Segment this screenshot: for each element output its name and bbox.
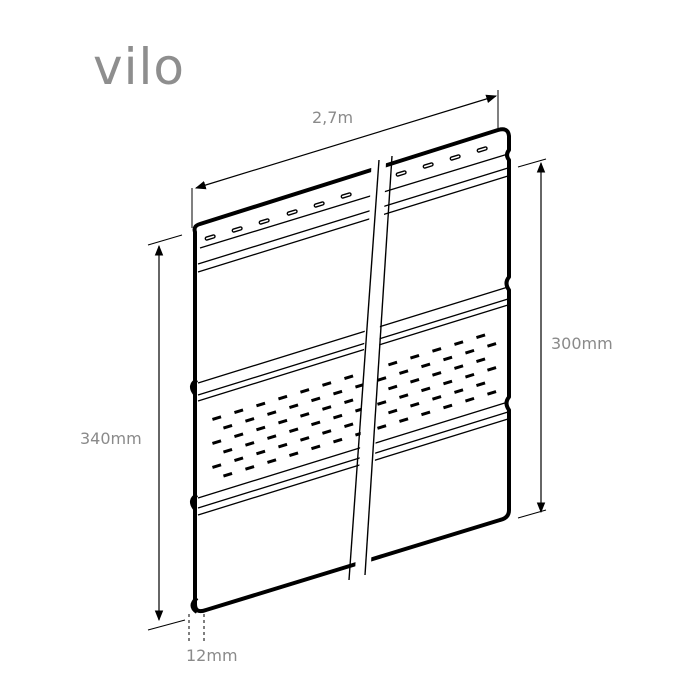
effective-height-label: 300mm	[551, 334, 613, 353]
bottom-lip-label: 12mm	[186, 646, 238, 665]
brand-logo: vilo	[93, 38, 185, 96]
overall-height-dimension	[147, 234, 186, 631]
length-label: 2,7m	[312, 108, 354, 127]
overall-height-label: 340mm	[80, 429, 142, 448]
bottom-lip-dimension	[188, 614, 205, 643]
length-dimension	[191, 90, 499, 228]
soffit-panel	[190, 127, 511, 614]
effective-height-dimension	[517, 158, 547, 519]
